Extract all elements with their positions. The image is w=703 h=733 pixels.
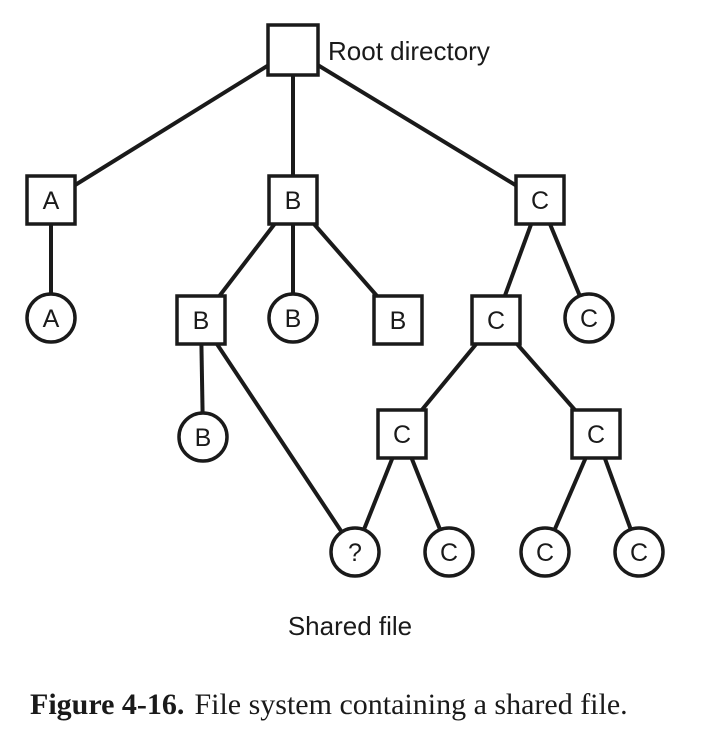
directory-node-dirC1: C (470, 294, 522, 346)
node-label: B (193, 307, 210, 335)
node-label: B (390, 307, 407, 335)
file-system-tree-diagram: A B C A B B B B C C C C? C C C Root directory Shared f… (25, 23, 665, 641)
directory-box (267, 174, 319, 226)
node-label: ? (348, 539, 362, 567)
node-label: B (285, 305, 302, 333)
shared-file-label: Shared file (288, 611, 412, 641)
file-circle (563, 292, 615, 344)
file-node-shared: ? (329, 526, 381, 578)
file-circle (267, 292, 319, 344)
file-circle (613, 526, 665, 578)
file-node-fileC2: C (423, 526, 475, 578)
file-node-fileC3: C (519, 526, 571, 578)
directory-box (372, 294, 424, 346)
directory-box (514, 174, 566, 226)
edge-dirB1-shared (199, 318, 357, 554)
directory-node-dirB: B (267, 174, 319, 226)
file-node-fileC1: C (563, 292, 615, 344)
node-label: C (580, 305, 598, 333)
file-circle (329, 526, 381, 578)
file-circle (25, 292, 77, 344)
file-node-fileA: A (25, 292, 77, 344)
node-label: B (285, 187, 302, 215)
directory-box (175, 294, 227, 346)
node-label: A (43, 305, 60, 333)
directory-node-dirB1: B (175, 294, 227, 346)
tree-edges (49, 48, 641, 554)
file-circle (423, 526, 475, 578)
directory-box (266, 23, 320, 77)
directory-node-dirB2: B (372, 294, 424, 346)
directory-box (376, 408, 428, 460)
figure-number: Figure 4-16. (30, 688, 185, 721)
directory-node-dirC: C (514, 174, 566, 226)
directory-box (570, 408, 622, 460)
node-label: B (195, 424, 212, 452)
directory-node-dirC2: C (376, 408, 428, 460)
node-label: C (531, 187, 549, 215)
figure-caption: Figure 4-16. File system containing a sha… (30, 688, 628, 722)
directory-node-root (266, 23, 320, 77)
file-node-fileB1: B (267, 292, 319, 344)
directory-node-dirC3: C (570, 408, 622, 460)
root-directory-label: Root directory (328, 36, 490, 66)
node-label: C (393, 421, 411, 449)
edge-root-dirA (49, 48, 295, 202)
node-label: A (43, 187, 60, 215)
edge-root-dirC (291, 48, 542, 202)
file-circle (177, 411, 229, 463)
node-label: C (630, 539, 648, 567)
file-node-fileB2: B (177, 411, 229, 463)
node-label: C (587, 421, 605, 449)
file-node-fileC4: C (613, 526, 665, 578)
node-label: C (487, 307, 505, 335)
directory-box (25, 174, 77, 226)
node-label: C (536, 539, 554, 567)
directory-box (470, 294, 522, 346)
directory-node-dirA: A (25, 174, 77, 226)
file-circle (519, 526, 571, 578)
tree-nodes: A B C A B B B B C C C C? C C C (25, 23, 665, 578)
node-label: C (440, 539, 458, 567)
figure-caption-text: File system containing a shared file. (194, 688, 628, 721)
